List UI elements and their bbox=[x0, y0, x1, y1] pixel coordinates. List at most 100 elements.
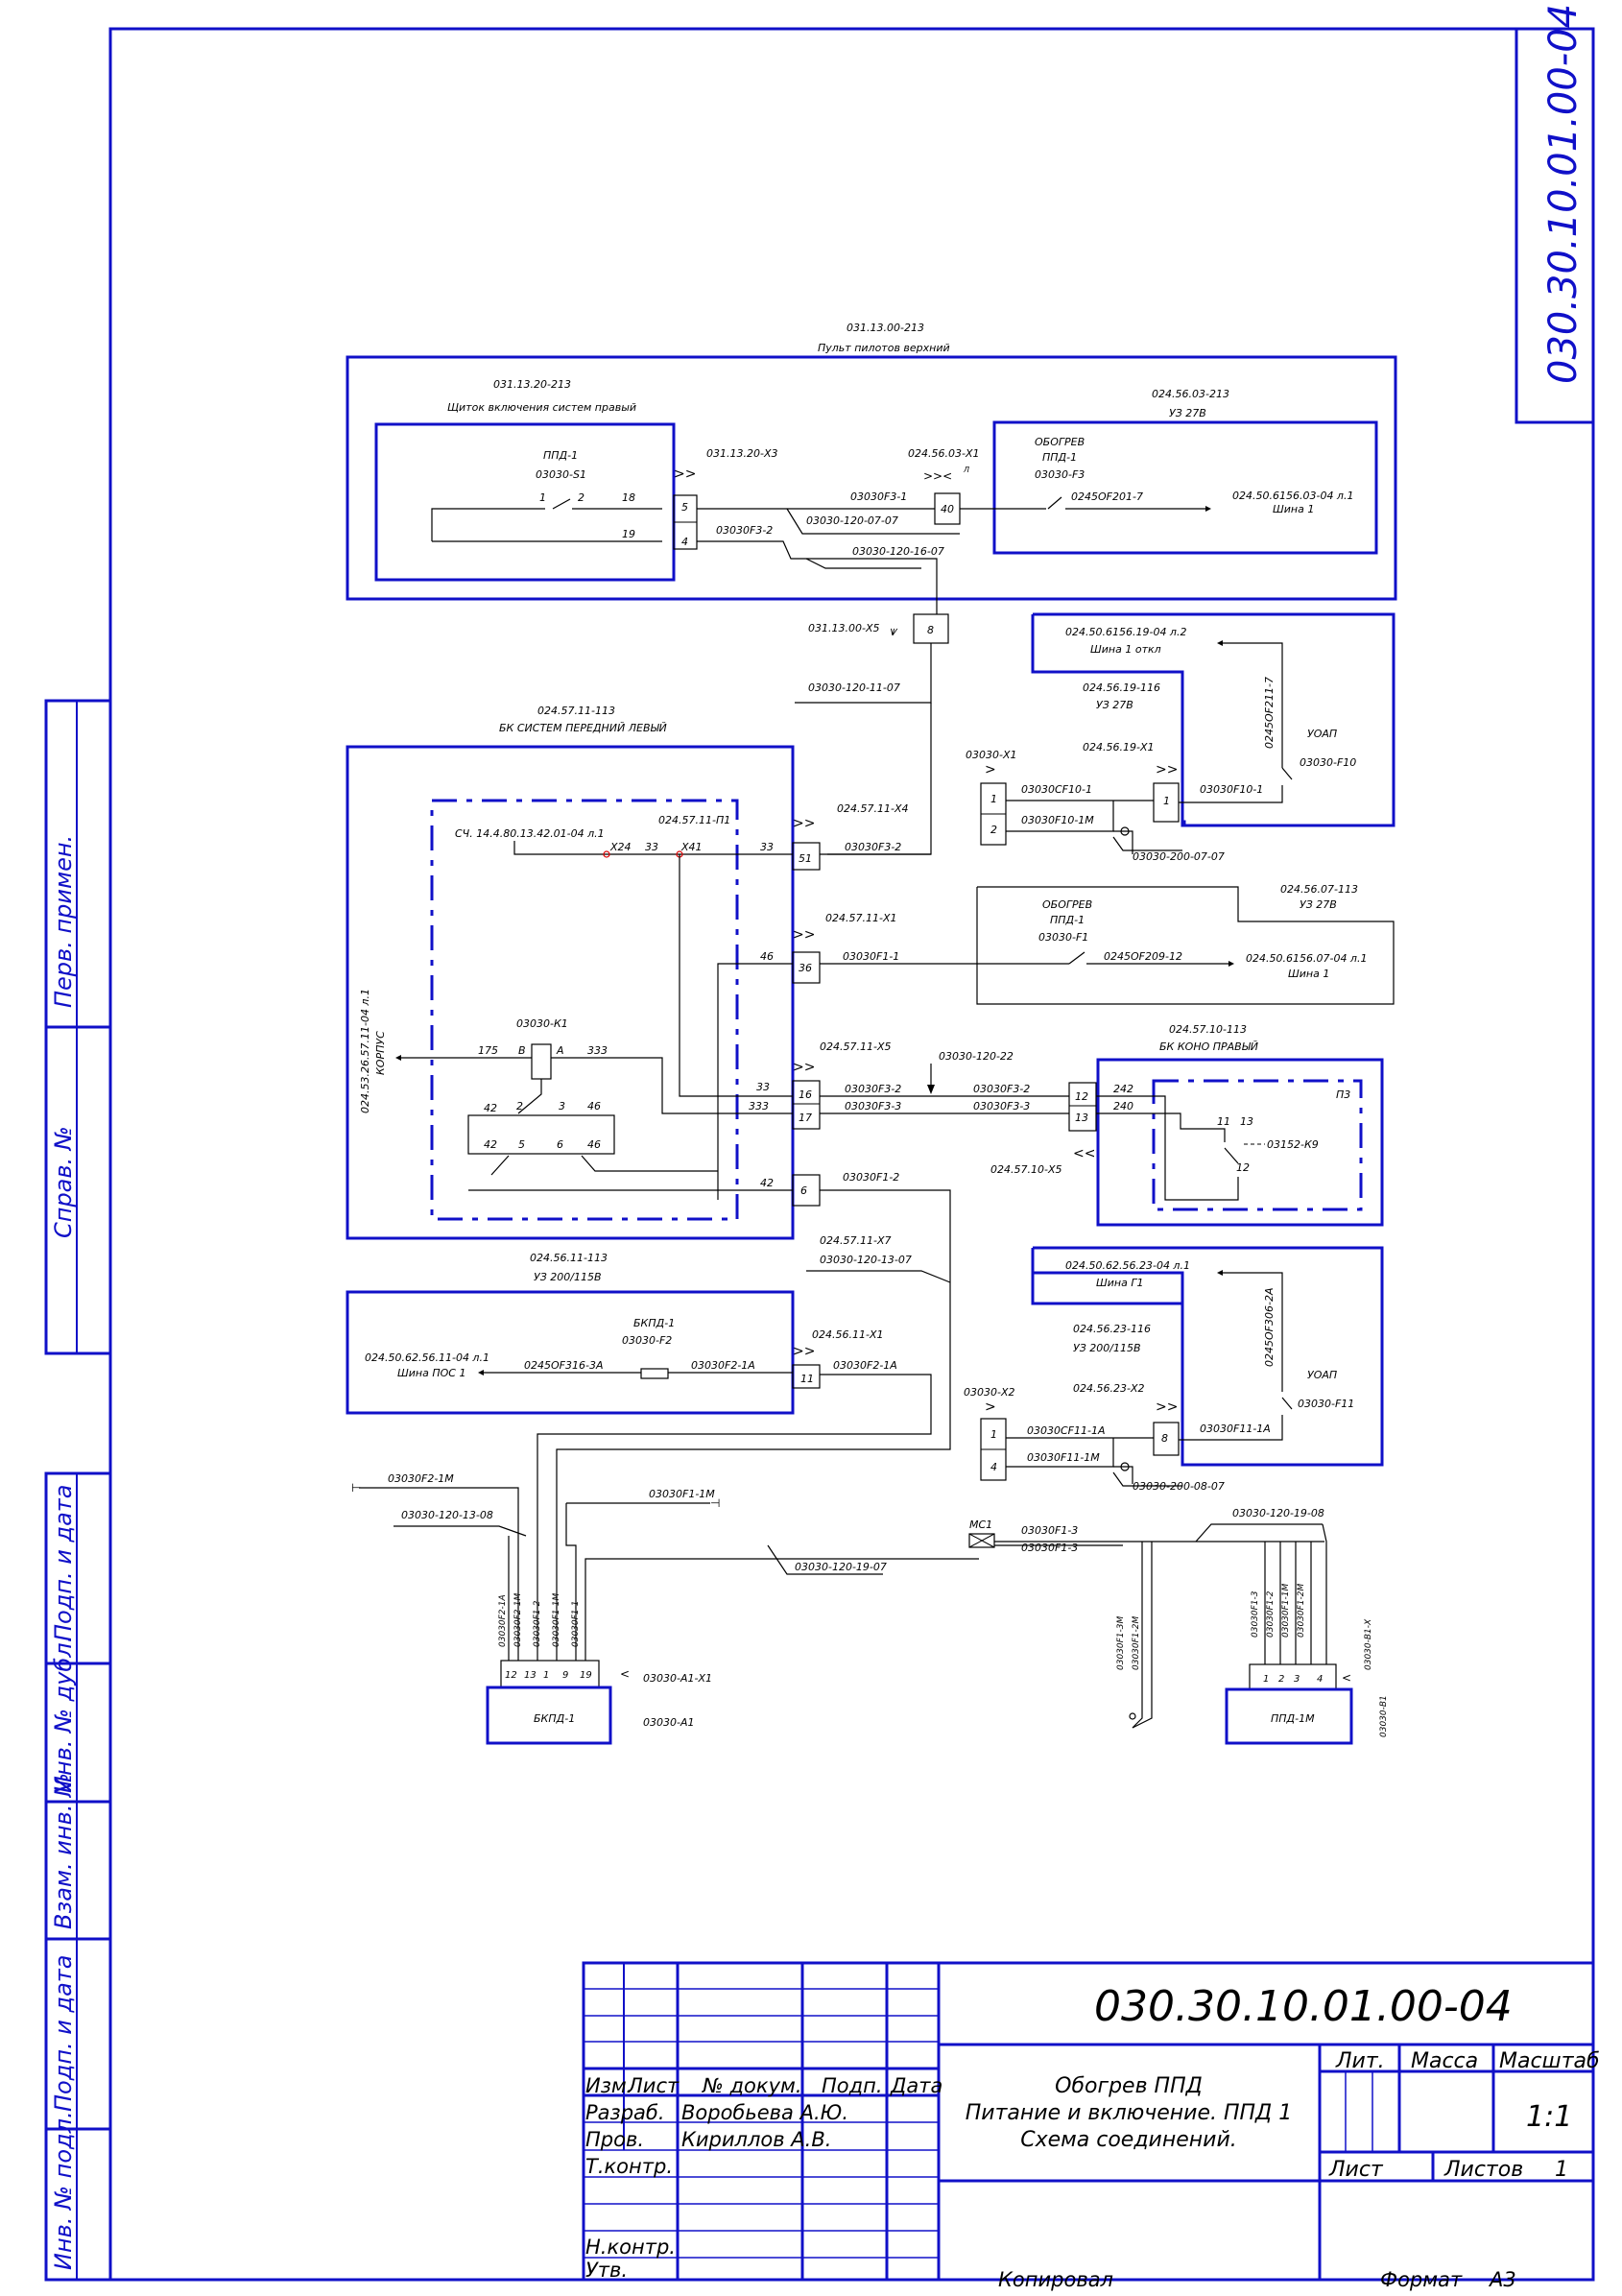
x3-name: 031.13.20-Х3 bbox=[706, 447, 778, 460]
s1-pin-1: 1 bbox=[539, 491, 546, 504]
s1-pin-18: 18 bbox=[622, 491, 635, 504]
wire-f1-1: 03030F1-1 bbox=[843, 950, 899, 963]
s1-pin-2: 2 bbox=[578, 491, 584, 504]
f1-l1: ОБОГРЕВ bbox=[1042, 898, 1092, 911]
uz27-right-code: 024.56.07-113 bbox=[1280, 883, 1358, 896]
bk-kono-code: 024.57.10-113 bbox=[1169, 1023, 1247, 1036]
wire-f1-2: 03030F1-2 bbox=[843, 1171, 899, 1184]
stamp-perv-primen: Перв. примен. bbox=[50, 835, 77, 1008]
k1-6: 6 bbox=[557, 1138, 563, 1151]
tb-doc-no: № докум. bbox=[702, 2074, 802, 2097]
uz27-right-outline bbox=[976, 886, 1395, 1005]
k1-coil bbox=[531, 1043, 552, 1080]
s1-l2: 03030-S1 bbox=[536, 468, 586, 481]
a1-pin-19: 19 bbox=[580, 1670, 592, 1681]
a1-pin-12: 12 bbox=[505, 1670, 517, 1681]
shina-pos-name: Шина ПОС 1 bbox=[397, 1367, 465, 1379]
f3-l1: ОБОГРЕВ bbox=[1035, 436, 1085, 448]
x4-block bbox=[792, 842, 821, 871]
bundle-right-2: 03030F1-1М bbox=[1281, 1583, 1291, 1638]
wire-024f316: 0245ОF316-3А bbox=[524, 1359, 603, 1372]
tb-tkontr: Т.контр. bbox=[585, 2155, 673, 2178]
drawing-frame: 030.30.10.01.00-04 Перв. примен. Справ. … bbox=[44, 4, 1595, 2282]
fuse-f2 bbox=[640, 1368, 669, 1379]
stamp-vzam-inv: Взам. инв. № bbox=[50, 1773, 77, 1929]
x5-kono-arrow: << bbox=[1073, 1146, 1095, 1161]
tb-izm: Изм. bbox=[585, 2074, 632, 2097]
wire-f3-1: 03030F3-1 bbox=[850, 490, 907, 503]
k1-46c: 46 bbox=[587, 1138, 601, 1151]
x3-pin-5: 5 bbox=[681, 501, 688, 514]
uz27-top-name: УЗ 27В bbox=[1169, 407, 1206, 419]
x1-uz200-arrow: >> bbox=[793, 1344, 815, 1359]
x1-bk-pin-36: 36 bbox=[799, 962, 812, 974]
tb-title-line-2: Питание и включение. ППД 1 bbox=[966, 2101, 1292, 2125]
tb-list: Лист bbox=[627, 2074, 680, 2097]
x2-f11-pin-4: 4 bbox=[990, 1461, 997, 1473]
format-value: А3 bbox=[1488, 2268, 1516, 2291]
shina1-top-name: Шина 1 bbox=[1273, 503, 1314, 515]
pult-code: 031.13.00-213 bbox=[847, 322, 924, 334]
p3-242: 242 bbox=[1113, 1083, 1133, 1095]
wire-120-07-07: 03030-120-07-07 bbox=[806, 514, 898, 527]
b1-name: ППД-1М bbox=[1271, 1712, 1315, 1725]
bk-kono-name: БК КОНО ПРАВЫЙ bbox=[1159, 1040, 1258, 1053]
korpus-code: 024.53.26.57.11-04 л.1 bbox=[359, 989, 371, 1113]
k1-3: 3 bbox=[559, 1100, 565, 1112]
x1-f10-name: 03030-Х1 bbox=[966, 749, 1017, 761]
k1-46b: 46 bbox=[587, 1100, 601, 1112]
a1-code: 03030-А1 bbox=[643, 1716, 695, 1729]
wire-f2-1m: 03030F2-1М bbox=[388, 1472, 454, 1485]
wire-f2-1a-b: 03030F2-1А bbox=[833, 1359, 897, 1372]
bk-46a: 46 bbox=[760, 950, 774, 963]
uz200-right-name: УЗ 200/115В bbox=[1073, 1342, 1141, 1354]
mc1-label: МС1 bbox=[969, 1519, 992, 1531]
bundle-right-3: 03030F1-2М bbox=[1297, 1583, 1306, 1638]
shina-pos-code: 024.50.62.56.11-04 л.1 bbox=[365, 1351, 489, 1364]
a1-pin-1: 1 bbox=[543, 1670, 549, 1681]
tb-prov: Пров. bbox=[585, 2128, 644, 2151]
wire-f1-3: 03030F1-3 bbox=[1021, 1524, 1078, 1537]
b1-pin-4: 4 bbox=[1317, 1674, 1323, 1685]
bundle-right-1: 03030F1-2 bbox=[1266, 1590, 1276, 1638]
x1-mid-arrow: >> bbox=[1156, 762, 1178, 777]
bk-front-box bbox=[346, 745, 795, 1240]
wire-f10-1m: 03030F10-1М bbox=[1021, 814, 1094, 826]
k1-2: 2 bbox=[516, 1100, 523, 1112]
gnd-f2: ⊢ bbox=[351, 1481, 361, 1495]
gnd-f1m: ⊣ bbox=[710, 1496, 720, 1510]
k1-5: 5 bbox=[518, 1138, 525, 1151]
x1-f10-pin-2: 2 bbox=[990, 824, 997, 836]
wire-120-13-07: 03030-120-13-07 bbox=[820, 1254, 912, 1266]
x5-kono-block bbox=[1068, 1082, 1097, 1132]
bkpd-a1-box bbox=[486, 1686, 612, 1745]
title-block: 030.30.10.01.00-04 Изм. Лист № докум. По… bbox=[582, 1961, 1600, 2291]
p3-name: П3 bbox=[1336, 1088, 1350, 1101]
x1-top-arrows: >>< bbox=[923, 469, 952, 483]
tb-podp: Подп. bbox=[822, 2074, 883, 2097]
wire-024f306: 0245ОF306-2А bbox=[1263, 1288, 1276, 1367]
x7-pin-6: 6 bbox=[800, 1184, 807, 1197]
p1-ref: СЧ. 14.4.80.13.42.01-04 л.1 bbox=[455, 827, 605, 840]
k1-333: 333 bbox=[587, 1044, 608, 1057]
tb-razrab: Разраб. bbox=[585, 2101, 665, 2124]
pult-box bbox=[346, 355, 1397, 601]
stamp-sprav-no: Справ. № bbox=[50, 1126, 77, 1238]
ppd-b1-box bbox=[1225, 1687, 1353, 1745]
stamp-inv-podl: Инв. № подл. bbox=[50, 2111, 77, 2270]
wire-120-19-07: 03030-120-19-07 bbox=[795, 1561, 887, 1573]
b1-code: 03030-В1 bbox=[1379, 1695, 1389, 1737]
x1-mid-name: 024.56.19-Х1 bbox=[1083, 741, 1155, 753]
shina1-otkl-code: 024.50.6156.19-04 л.2 bbox=[1065, 626, 1186, 638]
x5-bk-pin-16: 16 bbox=[799, 1088, 812, 1101]
tb-nkontr: Н.контр. bbox=[585, 2236, 676, 2259]
tb-data: Дата bbox=[890, 2074, 942, 2097]
wire-cf11-1a: 03030CF11-1А bbox=[1027, 1424, 1106, 1437]
uz200-left-name: УЗ 200/115В bbox=[534, 1271, 602, 1283]
tb-designation: 030.30.10.01.00-04 bbox=[1094, 1982, 1513, 2031]
shchitok-code: 031.13.20-213 bbox=[493, 378, 571, 391]
wire-f3-2-kono: 03030F3-2 bbox=[973, 1083, 1030, 1095]
k1-42b: 42 bbox=[484, 1138, 497, 1151]
x2-f11-name: 03030-Х2 bbox=[964, 1386, 1015, 1399]
x5-pult-pin-8: 8 bbox=[927, 624, 934, 636]
